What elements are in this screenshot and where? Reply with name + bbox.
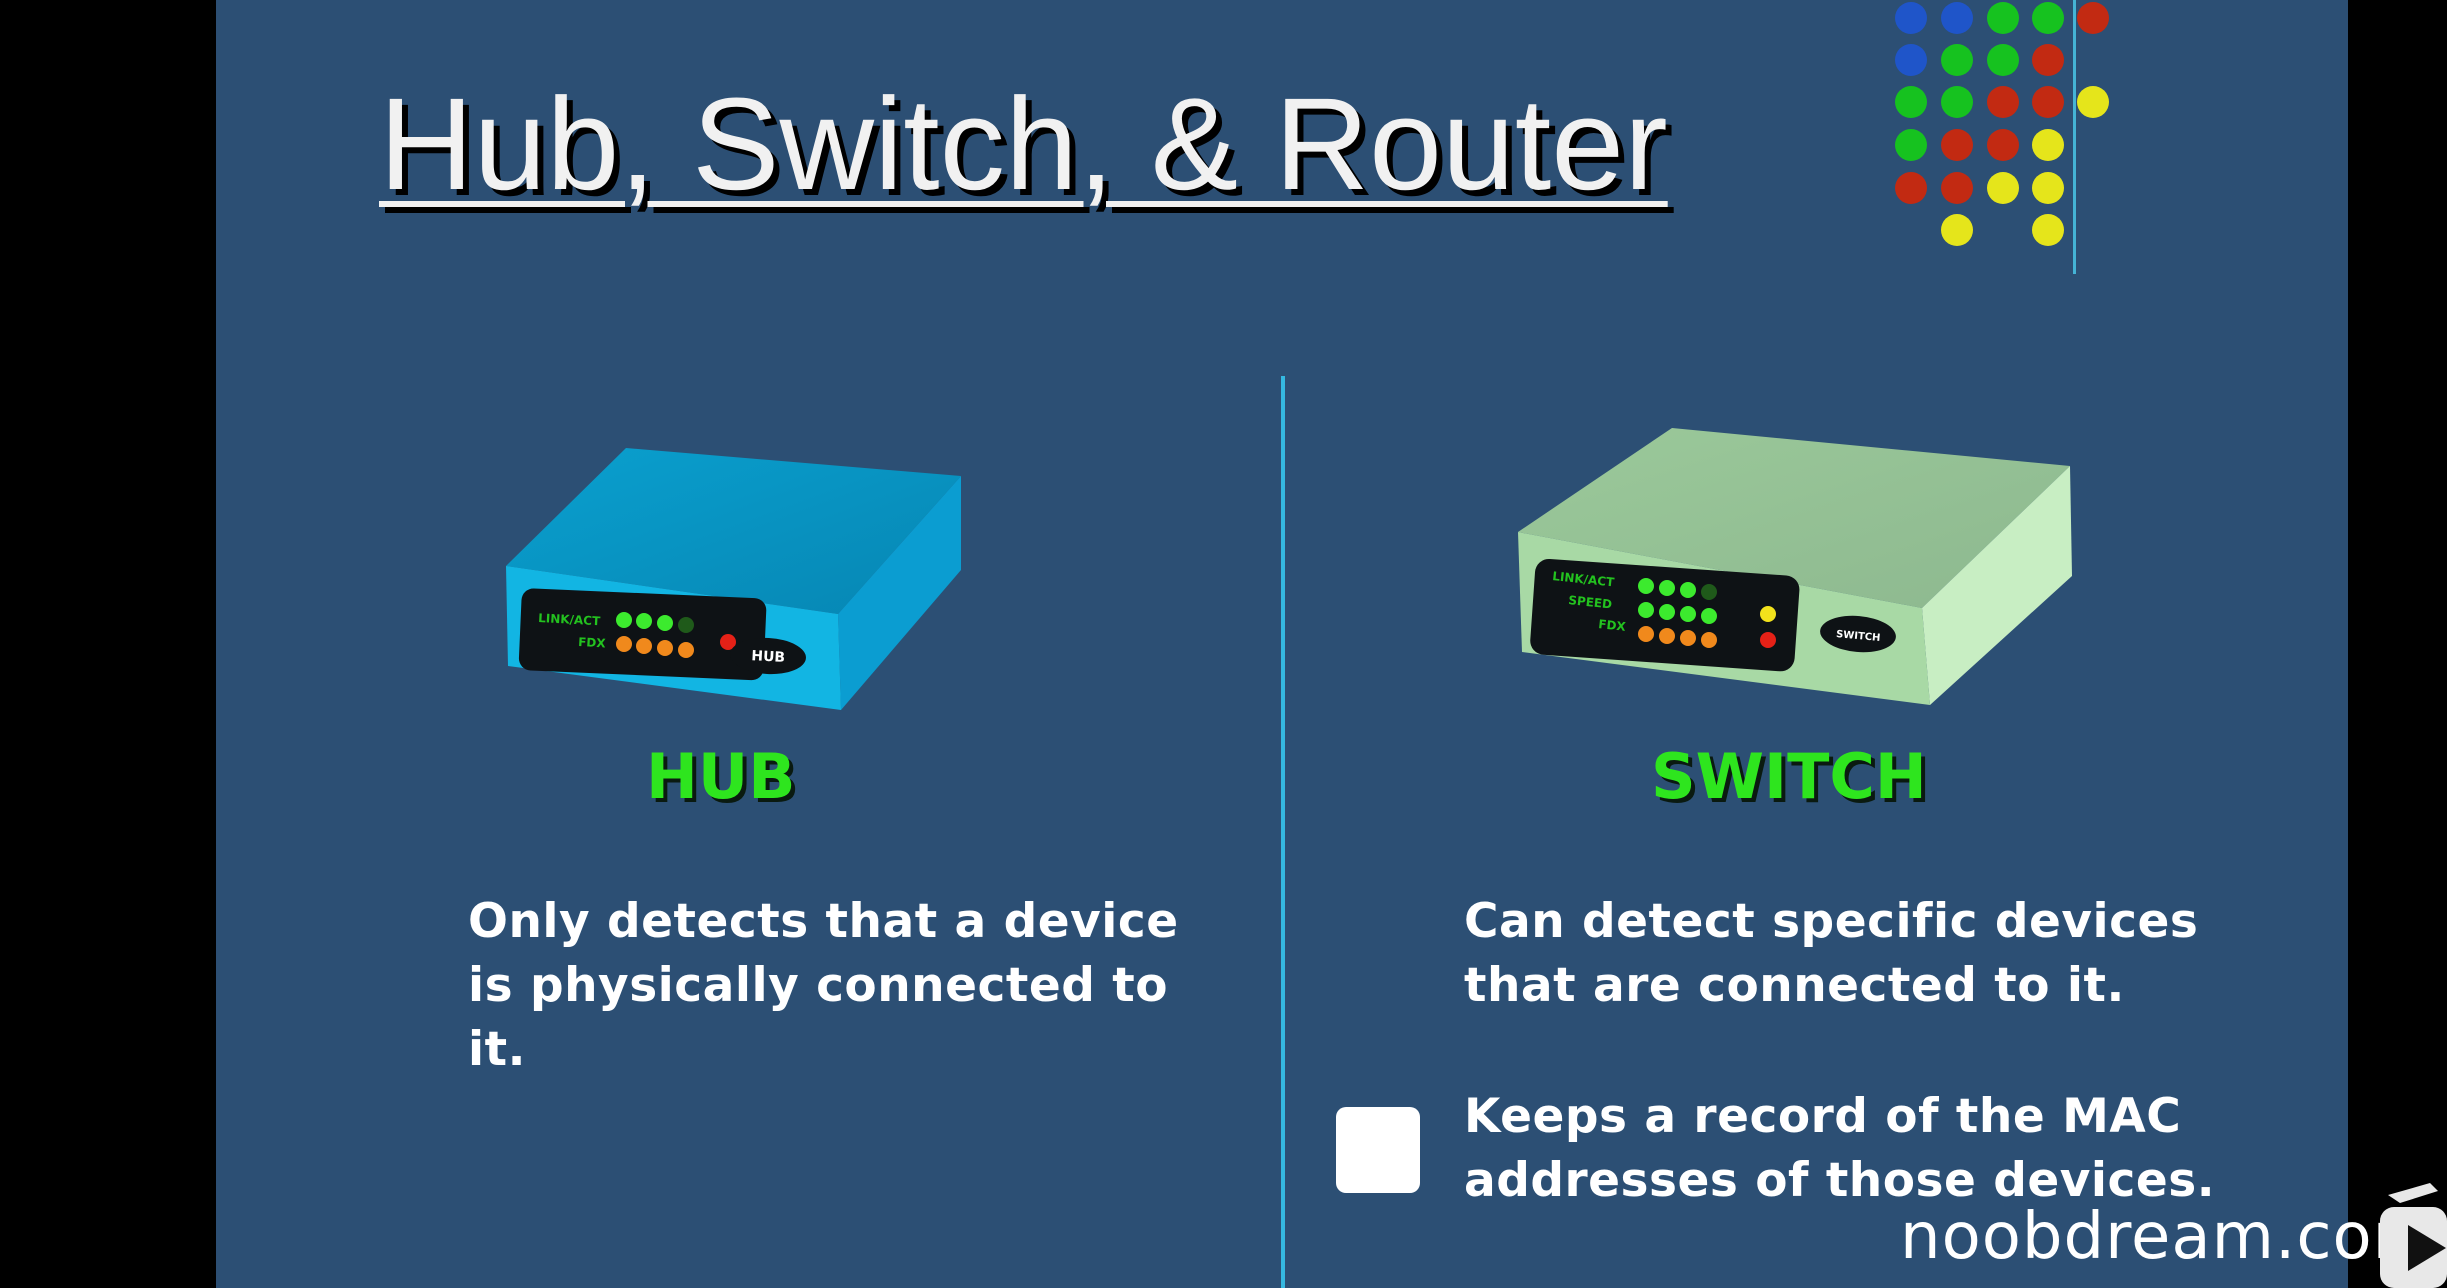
decorative-dot [1987, 2, 2019, 34]
corner-divider [2073, 0, 2076, 274]
switch-device-image: LINK/ACT SPEED FDX SWITCH [1518, 428, 2072, 705]
switch-status-leds [1638, 578, 1776, 648]
slide: Hub, Switch, & Router LINK/ACT FDX [216, 0, 2348, 1288]
hub-description: Only detects that a device is physically… [468, 894, 1179, 1077]
decorative-dot [1987, 86, 2019, 118]
hub-heading: HUB [646, 740, 796, 813]
hub-link-act-label: LINK/ACT [538, 611, 602, 628]
play-icon[interactable] [2380, 1175, 2447, 1288]
decorative-dot [2032, 172, 2064, 204]
decorative-dot [2032, 2, 2064, 34]
decorative-dot [1987, 172, 2019, 204]
decorative-dot [1941, 172, 1973, 204]
decorative-dot [1941, 214, 1973, 246]
switch-heading: SWITCH [1651, 740, 1927, 813]
switch-link-act-label: LINK/ACT [1552, 569, 1616, 590]
decorative-dot [1987, 129, 2019, 161]
switch-description-mac: Keeps a record of the MAC addresses of t… [1464, 1089, 2216, 1208]
switch-fdx-label: FDX [1598, 617, 1627, 634]
decorative-dot [1941, 2, 1973, 34]
decorative-dot [2032, 214, 2064, 246]
watermark: noobdream.com [1900, 1200, 2436, 1274]
decorative-dot [1895, 86, 1927, 118]
center-divider [1281, 376, 1285, 1288]
slide-title: Hub, Switch, & Router [379, 70, 1668, 217]
hub-badge [730, 637, 806, 675]
hub-badge-text: HUB [751, 648, 786, 666]
hub-status-leds [616, 612, 736, 658]
switch-badge-text: SWITCH [1836, 629, 1881, 644]
decorative-dot [1941, 44, 1973, 76]
switch-speed-label: SPEED [1568, 593, 1613, 612]
hub-device-image: LINK/ACT FDX HUB [506, 448, 961, 710]
decorative-dot [1987, 44, 2019, 76]
decorative-dot [1941, 129, 1973, 161]
decorative-dot [2077, 86, 2109, 118]
switch-description: Can detect specific devices that are con… [1464, 894, 2199, 1013]
checkbox-square-icon[interactable] [1336, 1107, 1420, 1193]
decorative-dot [2077, 2, 2109, 34]
decorative-dot [1895, 172, 1927, 204]
decorative-dot [2032, 44, 2064, 76]
switch-badge [1820, 615, 1896, 653]
decorative-dot [2032, 129, 2064, 161]
decorative-dot [1895, 44, 1927, 76]
hub-fdx-label: FDX [578, 635, 607, 650]
decorative-dot [2032, 86, 2064, 118]
decorative-dot [1895, 2, 1927, 34]
decorative-dot [1941, 86, 1973, 118]
decorative-dot [1895, 129, 1927, 161]
